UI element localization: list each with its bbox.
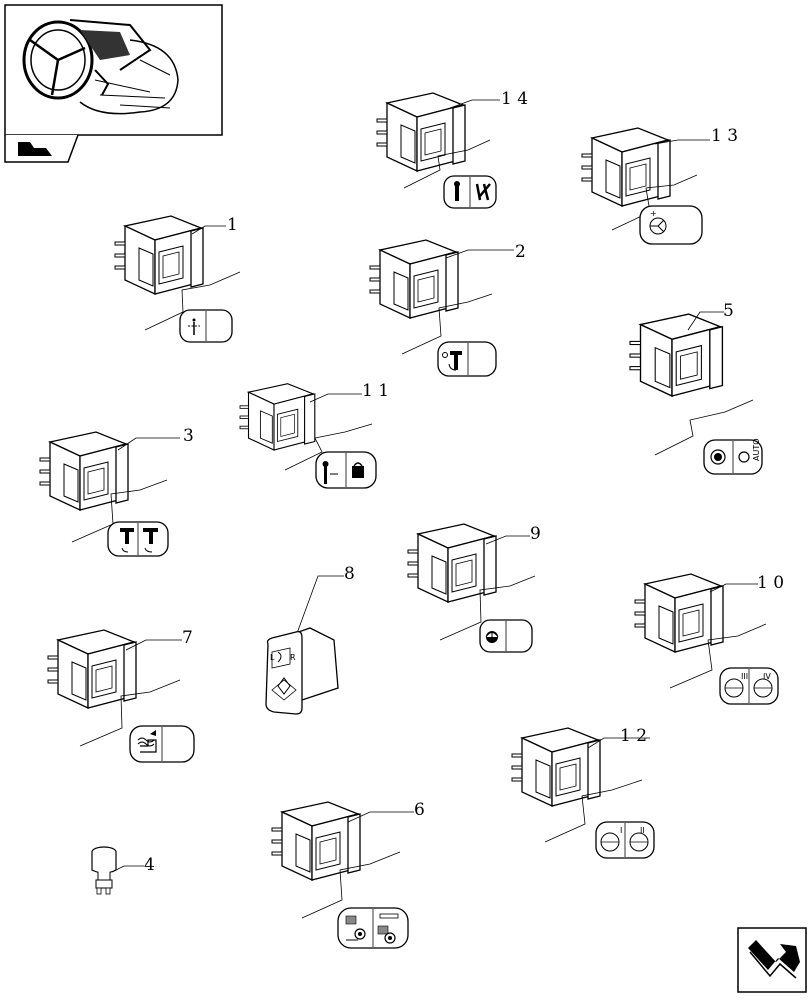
part-1: 1 [114, 215, 241, 343]
part-4: 4 [91, 846, 155, 895]
front-pto-symbol-plate [107, 521, 169, 557]
part-14: 1 4 [376, 89, 528, 209]
steering-wheel-icon [22, 19, 179, 115]
svg-text:+: + [650, 209, 657, 218]
part-13: 1 3 + [581, 126, 738, 245]
part-label: 1 [227, 215, 238, 235]
part-7: 7 [47, 628, 195, 763]
part-label: 3 [183, 426, 194, 446]
page-mark-icon [18, 142, 52, 156]
next-page-arrow-icon[interactable] [737, 927, 807, 993]
roman-three-label: III [741, 672, 748, 681]
auto-label: AUTO [752, 438, 761, 461]
pto-symbol-plate [437, 341, 497, 377]
part-11: 1 1 [239, 381, 389, 489]
rear-light-symbol-plate: + [639, 205, 703, 245]
reference-thumbnail [4, 4, 223, 163]
part-label: 7 [182, 628, 193, 648]
part-2: 2 [369, 239, 526, 377]
svg-text:R: R [290, 653, 296, 662]
wiper-symbol-plate [443, 175, 497, 209]
part-10: 1 0 III IV [634, 573, 784, 705]
part-label: 1 4 [501, 89, 528, 109]
roman-four-label: IV [763, 672, 771, 681]
part-6: 6 [271, 800, 425, 949]
part-label: 1 2 [620, 726, 647, 746]
part-label: 1 0 [757, 573, 784, 593]
gear-range-symbol-plate: III IV [719, 667, 779, 705]
part-label: 9 [530, 524, 541, 544]
lift-symbol-plate [179, 309, 233, 343]
part-label: 1 1 [362, 381, 389, 401]
part-label: 2 [515, 242, 526, 262]
differential-lock-symbol-plate [315, 451, 377, 489]
gear-range-two-symbol-plate: I II [595, 821, 655, 859]
part-label: 4 [144, 855, 155, 875]
seat-heating-symbol-plate [129, 725, 195, 763]
part-label: 1 3 [711, 126, 738, 146]
auto-hitch-symbol-plate: AUTO [703, 438, 763, 475]
part-9: 9 [407, 523, 541, 653]
beacon-symbol-plate [479, 619, 533, 653]
roman-two-label: II [640, 826, 645, 835]
svg-text:L: L [270, 653, 275, 662]
part-8: 8 L R [265, 564, 355, 715]
roman-one-label: I [620, 826, 622, 835]
part-label: 6 [414, 800, 425, 820]
part-3: 3 [39, 426, 194, 557]
suspension-symbol-plate [337, 907, 409, 949]
part-label: 8 [344, 564, 355, 584]
part-12: 1 2 I II [511, 726, 655, 859]
joystick-control-drawing: L R [265, 627, 339, 715]
part-5: 5 AUTO [629, 301, 763, 475]
part-label: 5 [723, 301, 734, 321]
push-button-drawing [91, 846, 117, 895]
